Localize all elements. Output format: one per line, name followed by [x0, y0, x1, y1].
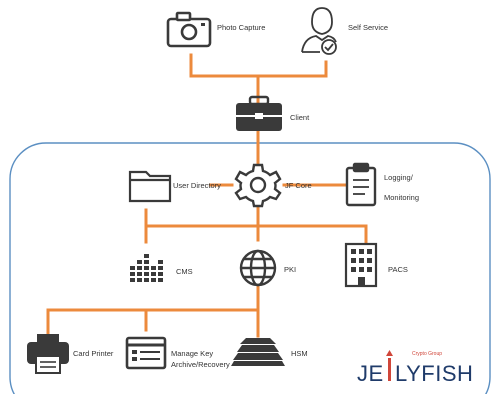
- user-check-icon: [301, 7, 337, 55]
- photo-capture-label: Photo Capture: [217, 23, 265, 32]
- printer-icon: [27, 334, 69, 374]
- manage-key-label: Manage Key: [171, 349, 213, 358]
- gear-icon: [234, 163, 282, 208]
- pacs-label: PACS: [388, 265, 408, 274]
- building-icon: [344, 242, 378, 288]
- client-label: Client: [290, 113, 310, 122]
- equalizer-icon: [130, 254, 163, 282]
- clipboard-icon: [345, 162, 377, 207]
- system-boundary: [9, 142, 491, 394]
- camera-icon: [166, 11, 212, 48]
- pki-label: PKI: [284, 265, 296, 274]
- self-service-label: Self Service: [348, 23, 388, 32]
- brand-tagline: Crypto Group: [412, 351, 442, 357]
- briefcase-icon: [236, 95, 282, 131]
- server-stack-icon: [231, 338, 285, 366]
- archive-recovery-label: Archive/Recovery: [171, 360, 230, 369]
- brand-text-before: JE: [357, 361, 384, 386]
- folder-icon: [128, 170, 172, 203]
- hsm-label: HSM: [291, 349, 308, 358]
- brand-text-after: LYFISH: [395, 361, 473, 386]
- monitoring-label: Monitoring: [384, 193, 419, 202]
- jellyfish-logo: JE LYFISH Crypto Group: [357, 350, 473, 386]
- connectors: [46, 53, 368, 338]
- globe-icon: [239, 249, 277, 287]
- jf-core-label: JF Core: [285, 181, 312, 190]
- card-printer-label: Card Printer: [73, 349, 114, 358]
- logging-label: Logging/: [384, 173, 414, 182]
- brand-pen-mark: [388, 358, 391, 381]
- user-directory-label: User Directory: [173, 181, 221, 190]
- cms-label: CMS: [176, 267, 193, 276]
- window-icon: [125, 336, 167, 370]
